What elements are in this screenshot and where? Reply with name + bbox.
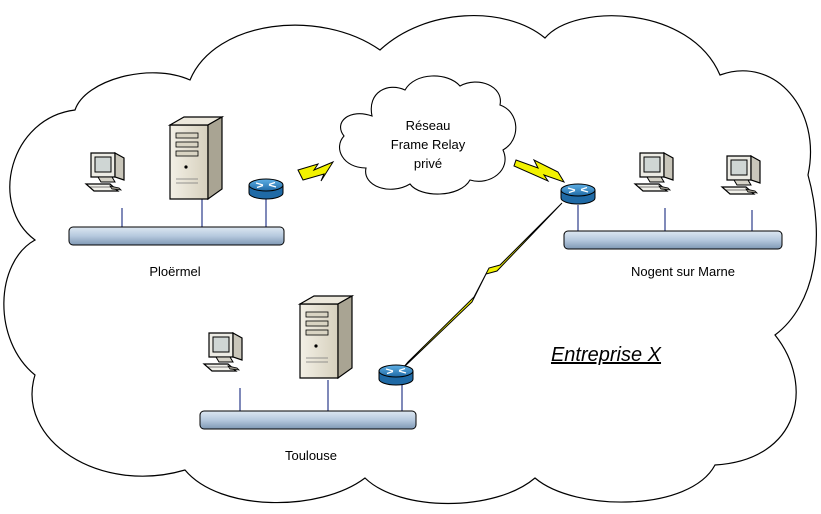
ethernet-bus	[563, 230, 783, 250]
lightning-link-icon	[402, 202, 563, 369]
lightning-link-icon	[513, 158, 566, 183]
site-label-nogent: Nogent sur Marne	[631, 264, 735, 279]
router-icon	[248, 178, 284, 200]
cloud-label-line-2: Frame Relay	[391, 137, 466, 152]
site-nogent: Nogent sur Marne	[560, 152, 783, 279]
server-icon	[169, 116, 223, 200]
frame-relay-cloud	[339, 75, 517, 195]
router-icon	[378, 364, 414, 386]
site-toulouse: Toulouse	[199, 295, 417, 463]
ethernet-bus	[68, 226, 285, 246]
site-ploermel: Ploërmel	[68, 116, 285, 279]
ethernet-bus	[199, 410, 417, 430]
server-icon	[299, 295, 353, 379]
router-icon	[560, 183, 596, 205]
site-label-ploermel: Ploërmel	[149, 264, 200, 279]
cloud-label-line-1: Réseau	[406, 118, 451, 133]
enterprise-label: Entreprise X	[551, 344, 662, 366]
site-label-toulouse: Toulouse	[285, 448, 337, 463]
cloud-label-line-3: privé	[414, 156, 442, 171]
lightning-link-icon	[297, 160, 335, 182]
